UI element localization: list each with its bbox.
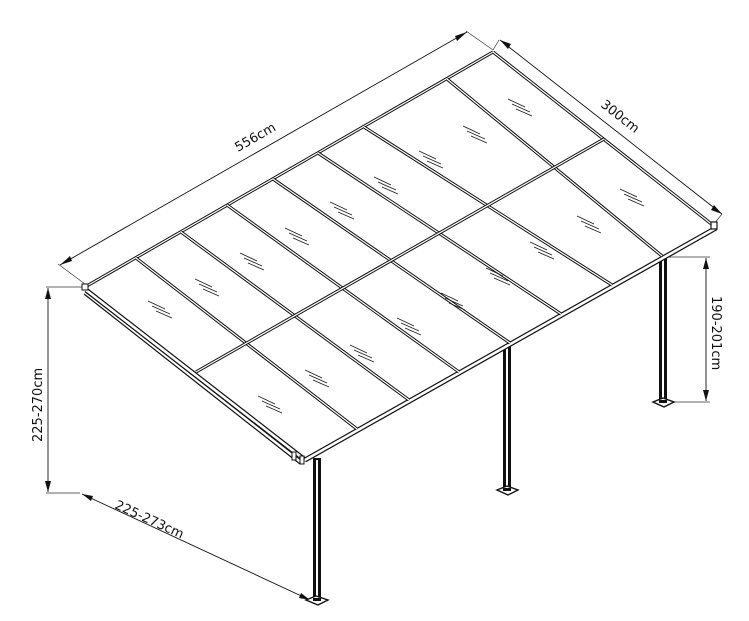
beam-bracket	[291, 451, 305, 465]
arrowhead-icon	[455, 32, 467, 41]
glass-hatch-icon	[462, 125, 488, 144]
post-front-left	[304, 458, 330, 606]
depth-label: 300cm	[598, 97, 642, 136]
glass-hatch-icon	[239, 252, 265, 271]
glass-hatch-icon	[576, 215, 602, 234]
dimension-projection: 225-273cm	[81, 493, 311, 601]
arrowhead-icon	[703, 258, 709, 269]
arrowhead-icon	[45, 481, 51, 492]
glass-hatch-icon	[485, 267, 511, 286]
arrowhead-icon	[82, 494, 93, 501]
post-front-right	[651, 258, 676, 408]
front-beam	[303, 225, 718, 463]
posts	[304, 258, 676, 606]
glass-hatch-icon	[373, 176, 399, 195]
glass-hatch-icon	[507, 98, 533, 117]
length-label: 556cm	[233, 120, 279, 155]
glass-hatch-icon	[418, 150, 444, 169]
glass-hatch-icon	[194, 278, 220, 297]
glass-hatch-icon	[349, 344, 375, 363]
arrowhead-icon	[299, 593, 310, 600]
glass-hatch-icon	[396, 317, 422, 336]
corner-cap-front-right	[710, 221, 718, 230]
mid-divider	[195, 137, 605, 374]
glass-hatch-marks	[147, 98, 645, 414]
arrowhead-icon	[500, 40, 511, 49]
glass-hatch-icon	[440, 292, 466, 311]
roof	[81, 50, 718, 465]
dimension-back-height: 225-270cm	[31, 286, 84, 494]
glass-hatch-icon	[529, 241, 555, 260]
glass-hatch-icon	[284, 227, 310, 246]
corner-cap-back-left	[81, 283, 89, 291]
glass-hatch-icon	[329, 201, 355, 220]
back-rail	[84, 50, 494, 289]
back-height-label: 225-270cm	[31, 368, 46, 442]
glass-hatch-icon	[304, 369, 330, 388]
arrowhead-icon	[45, 288, 51, 299]
post-front-middle	[495, 344, 520, 496]
arrowhead-icon	[711, 205, 722, 214]
projection-label: 225-273cm	[112, 498, 186, 542]
arrowhead-icon	[60, 256, 72, 265]
arrowhead-icon	[703, 390, 709, 401]
front-height-label: 190-201cm	[708, 296, 723, 370]
left-side-beam	[83, 288, 307, 465]
glass-hatch-icon	[147, 300, 173, 319]
dimension-front-height: 190-201cm	[667, 256, 723, 403]
glass-hatch-icon	[619, 188, 645, 207]
glass-hatch-icon	[257, 395, 283, 414]
